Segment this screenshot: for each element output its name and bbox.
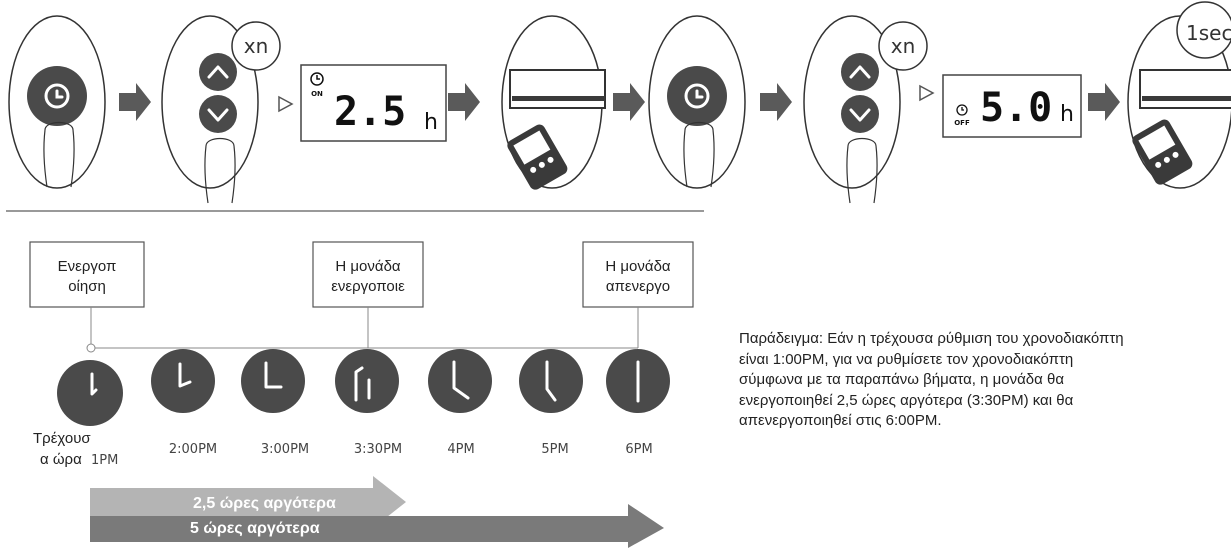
svg-text:Η μονάδα: Η μονάδα <box>605 258 671 275</box>
up-button-icon <box>199 53 237 91</box>
current-time-label-line1: Τρέχουσ <box>33 430 91 447</box>
step-send-to-unit-2: 1sec <box>1127 1 1231 189</box>
svg-text:Ενεργοπ: Ενεργοπ <box>58 258 117 275</box>
remote-control-icon <box>507 124 568 190</box>
step-press-timer-2 <box>648 15 746 189</box>
step-send-to-unit-1 <box>501 15 606 190</box>
current-time-value: 1PM <box>91 453 118 468</box>
up-button-icon <box>841 53 879 91</box>
svg-text:xn: xn <box>891 34 916 58</box>
svg-text:ενεργοποιε: ενεργοποιε <box>331 278 405 295</box>
clock-icon-2pm <box>151 349 215 413</box>
repeat-badge <box>231 21 281 71</box>
svg-text:5.0: 5.0 <box>980 85 1052 131</box>
step-adjust-on-time: xn <box>161 15 281 204</box>
current-time-label-line2: α ώρα <box>40 451 82 468</box>
example-description: Παράδειγμα: Εάν η τρέχουσα ρύθμιση του χ… <box>739 330 1124 429</box>
remote-control-icon <box>1132 119 1193 185</box>
step-adjust-off-time: xn <box>803 15 928 204</box>
svg-text:ON: ON <box>311 90 323 98</box>
time-label: 3:00PM <box>261 442 309 457</box>
label-activation: Ενεργοπ οίηση <box>29 241 145 308</box>
time-label: 6PM <box>625 442 652 457</box>
arrow-right-icon <box>613 83 645 121</box>
duration-bar-short: 2,5 ώρες αργότερα <box>90 476 406 528</box>
clock-icon <box>956 104 968 116</box>
arrow-right-icon <box>1088 83 1120 121</box>
time-label: 2:00PM <box>169 442 217 457</box>
clock-icon-4pm <box>428 349 492 413</box>
svg-text:5 ώρες αργότερα: 5 ώρες αργότερα <box>190 520 320 537</box>
clock-icon-330pm <box>335 349 399 413</box>
clock-icon <box>310 72 324 86</box>
down-button-icon <box>841 95 879 133</box>
svg-text:OFF: OFF <box>954 119 970 127</box>
time-label: 5PM <box>541 442 568 457</box>
svg-text:οίηση: οίηση <box>68 278 106 295</box>
play-triangle-icon <box>278 95 294 113</box>
svg-text:2,5 ώρες αργότερα: 2,5 ώρες αργότερα <box>193 495 336 512</box>
ac-unit-icon <box>509 69 606 109</box>
svg-text:2.5: 2.5 <box>334 89 406 135</box>
clock-icon-6pm <box>606 349 670 413</box>
repeat-badge <box>878 21 928 71</box>
label-unit-on: Η μονάδα ενεργοποιε <box>312 241 424 308</box>
svg-text:xn: xn <box>244 34 269 58</box>
arrow-right-icon <box>760 83 792 121</box>
svg-text:h: h <box>424 110 438 135</box>
svg-text:Η μονάδα: Η μονάδα <box>335 258 401 275</box>
clock-icon-1pm <box>57 360 123 426</box>
lcd-display-on: ON 2.5 h <box>300 64 447 142</box>
label-unit-off: Η μονάδα απενεργο <box>582 241 694 308</box>
duration-bar-long: 5 ώρες αργότερα <box>90 504 664 548</box>
svg-text:1sec: 1sec <box>1186 21 1231 45</box>
time-label: 3:30PM <box>354 442 402 457</box>
clock-icon-5pm <box>519 349 583 413</box>
lcd-display-off: OFF 5.0 h <box>942 74 1082 138</box>
arrow-right-icon <box>448 83 480 121</box>
ac-unit-icon <box>1139 69 1231 109</box>
step-press-timer-1 <box>8 15 106 189</box>
time-label: 4PM <box>447 442 474 457</box>
svg-text:h: h <box>1060 102 1074 127</box>
connector-dot <box>86 343 96 353</box>
arrow-right-icon <box>119 83 151 121</box>
play-triangle-icon <box>919 84 935 102</box>
hold-badge <box>1176 1 1231 59</box>
clock-icon-3pm <box>241 349 305 413</box>
down-button-icon <box>199 95 237 133</box>
svg-text:απενεργο: απενεργο <box>606 278 670 295</box>
